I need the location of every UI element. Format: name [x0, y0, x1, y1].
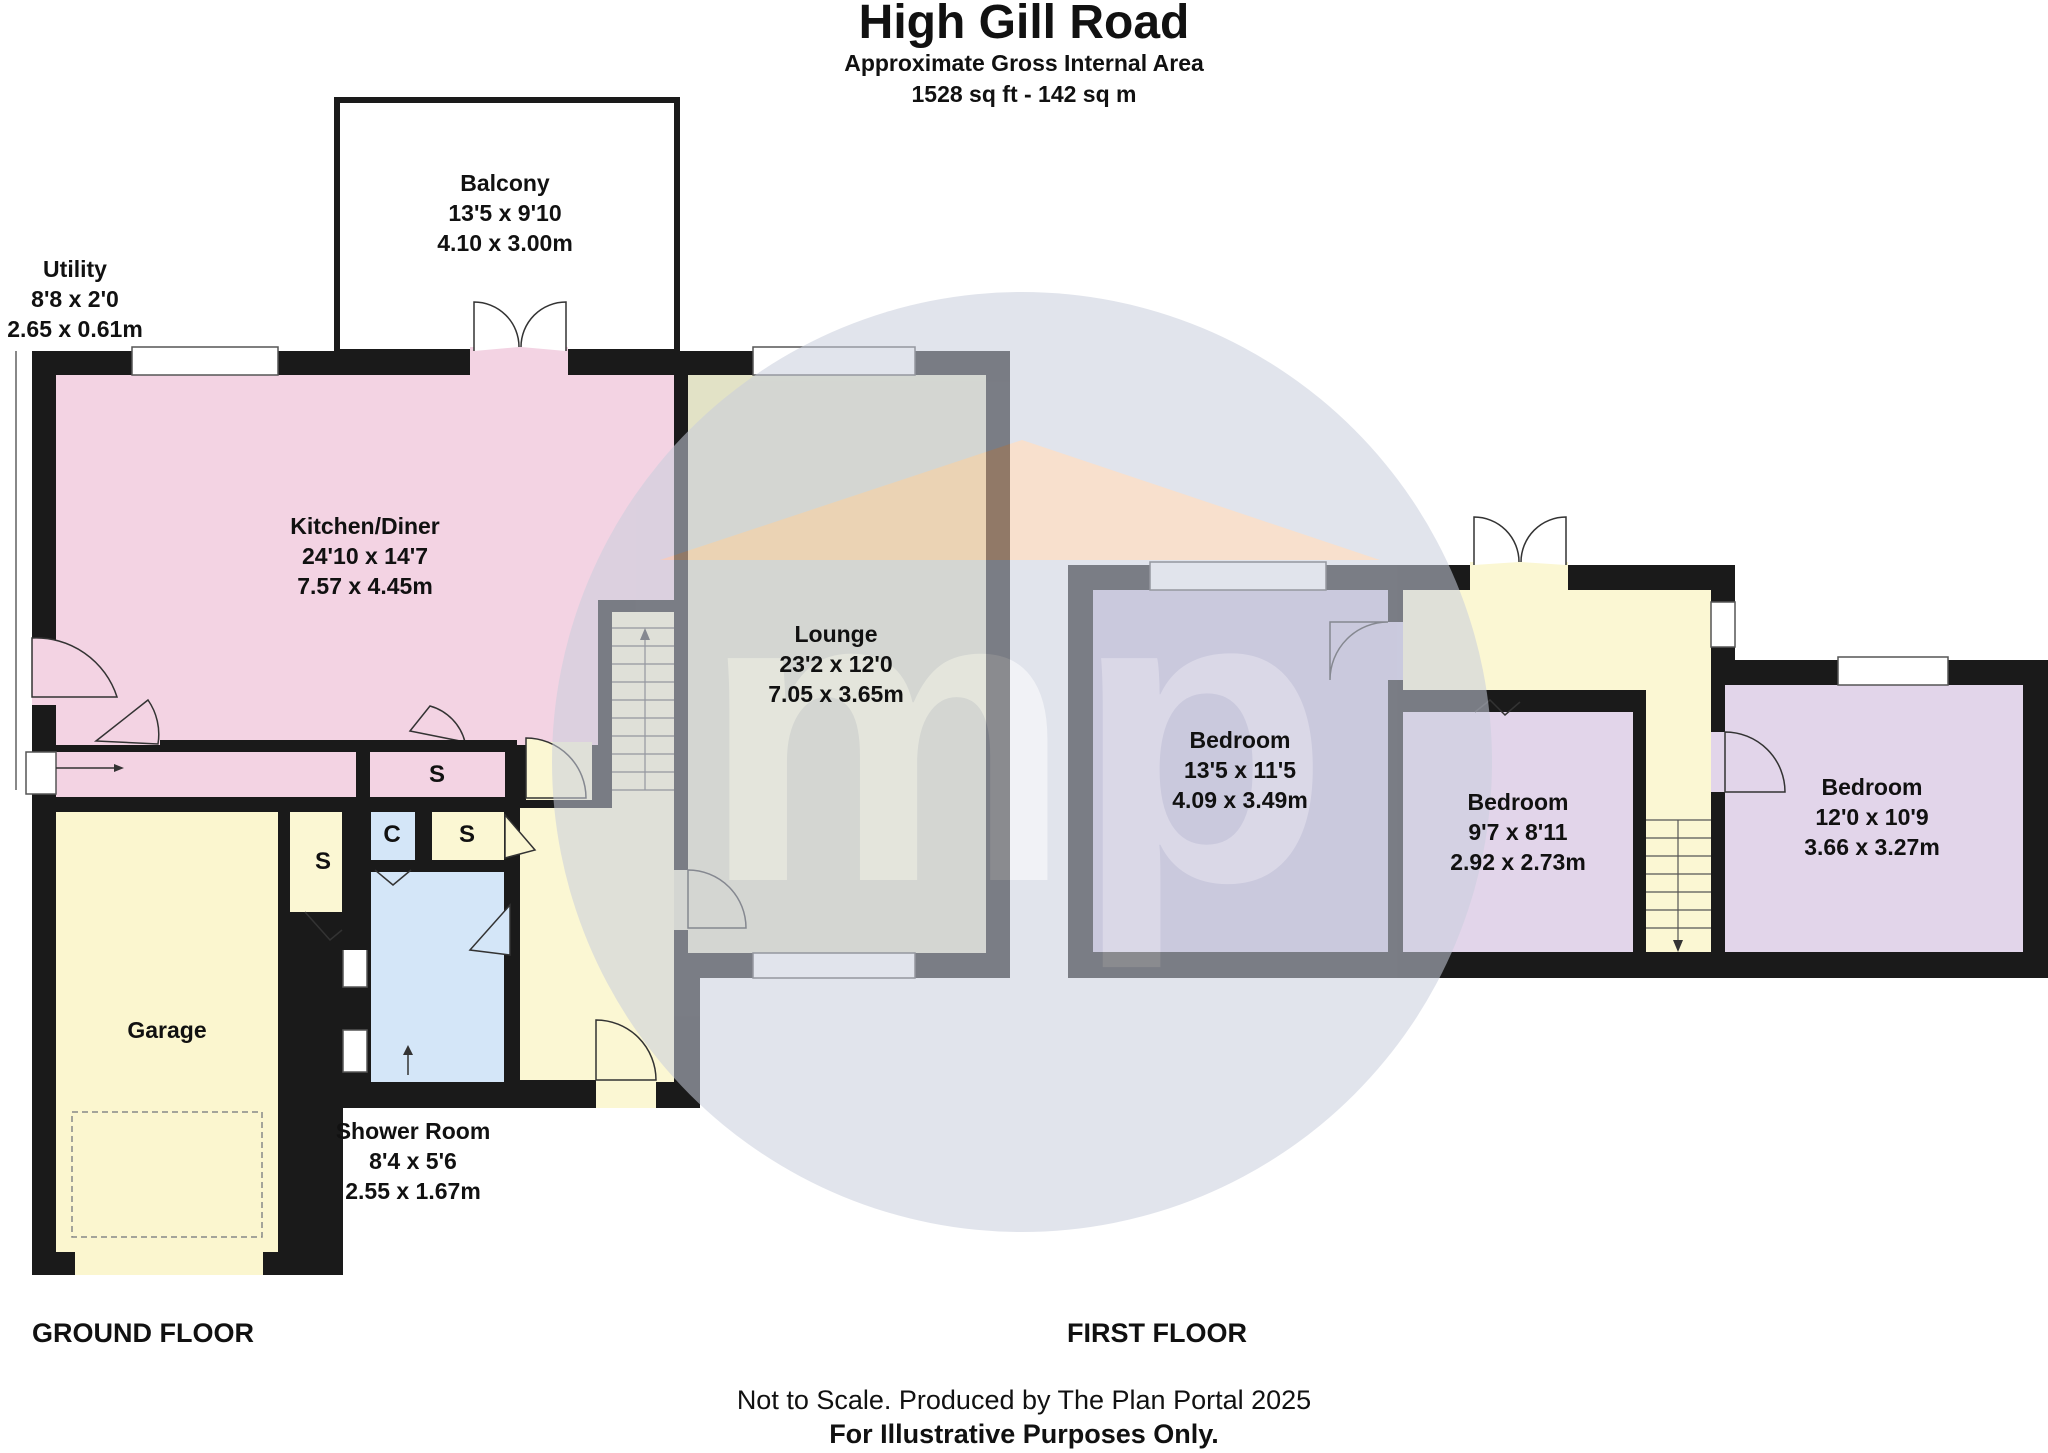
ground-floor-label: GROUND FLOOR — [32, 1318, 254, 1348]
room-metric: 3.66 x 3.27m — [1804, 834, 1940, 860]
hall-front-door-gap — [596, 1080, 656, 1108]
shower-window-2 — [342, 1029, 368, 1073]
room-name: Utility — [43, 256, 107, 282]
room-name: Bedroom — [1467, 789, 1569, 815]
area-value: 1528 sq ft - 142 sq m — [911, 81, 1137, 107]
shower-entry-arrowhead — [403, 1045, 413, 1055]
store-divider-1 — [342, 800, 371, 950]
room-name: Shower Room — [335, 1118, 491, 1144]
balcony-door-right-leaf — [520, 301, 567, 351]
room-name: Bedroom — [1821, 774, 1923, 800]
room-metric: 2.55 x 1.67m — [345, 1178, 481, 1204]
balcony-door-left-leaf — [473, 301, 520, 351]
bedroom3-door-gap — [1711, 732, 1725, 792]
room-metric: 7.57 x 4.45m — [297, 573, 433, 599]
kitchen-store-label: S — [428, 761, 446, 788]
garage-door — [75, 1252, 263, 1275]
hall-store-label: S — [458, 821, 476, 848]
kitchen-corridor-floor — [56, 752, 356, 797]
utility-entry-arrowhead — [114, 764, 124, 772]
balcony-outline — [334, 97, 680, 355]
garage-store-label: S — [314, 848, 332, 875]
garage-floor — [56, 812, 278, 1252]
room-imperial: 8'8 x 2'0 — [31, 286, 119, 312]
landing-door-opening — [1470, 562, 1568, 590]
kitchen-store-floor — [370, 752, 505, 797]
room-imperial: 24'10 x 14'7 — [301, 543, 429, 569]
bedroom3-window — [1837, 656, 1949, 686]
shower-door-swing — [468, 903, 511, 956]
hall-store-door — [504, 812, 537, 859]
kitchen-window — [131, 346, 279, 376]
room-imperial: 13'5 x 9'10 — [448, 200, 562, 226]
utility-window — [25, 751, 57, 795]
corridor-wall — [356, 745, 370, 800]
garage-label: Garage — [127, 1015, 206, 1045]
store-row-wall — [278, 800, 518, 812]
kitchen-label: Kitchen/Diner 24'10 x 14'7 7.57 x 4.45m — [290, 511, 440, 601]
watermark-roof — [660, 440, 1380, 560]
room-name: Lounge — [794, 621, 878, 647]
room-imperial: 23'2 x 12'0 — [779, 651, 893, 677]
hall-store-floor — [432, 812, 504, 860]
room-imperial: 8'4 x 5'6 — [369, 1148, 457, 1174]
balcony-door-opening — [470, 347, 568, 375]
first-floor-label: FIRST FLOOR — [1067, 1318, 1247, 1348]
shower-window-1 — [342, 944, 368, 988]
room-name: Garage — [127, 1017, 207, 1043]
landing-door-right-leaf — [1520, 516, 1567, 565]
watermark: mp — [552, 292, 1492, 1232]
bedroom3-floor — [1725, 685, 2023, 952]
room-metric: 2.65 x 0.61m — [7, 316, 143, 342]
corridor-door-swing — [93, 698, 160, 745]
balcony-label: Balcony 13'5 x 9'10 4.10 x 3.00m — [437, 168, 573, 258]
front-door-swing — [595, 1019, 657, 1081]
bedroom3-door-swing — [1724, 731, 1786, 793]
page-title: High Gill Road — [858, 0, 1190, 49]
footer-disclaimer: Not to Scale. Produced by The Plan Porta… — [736, 1385, 1312, 1415]
room-name: Bedroom — [1189, 727, 1291, 753]
room-metric: 4.09 x 3.49m — [1172, 787, 1308, 813]
room-imperial: 13'5 x 11'5 — [1184, 757, 1296, 783]
bedroom1-label: Bedroom 13'5 x 11'5 4.09 x 3.49m — [1172, 725, 1308, 815]
garage-vehicle-outline — [71, 1111, 263, 1238]
watermark-text: mp — [700, 501, 1330, 972]
shower-room-label: Shower Room 8'4 x 5'6 2.55 x 1.67m — [336, 1116, 491, 1206]
kitchen-partition — [160, 740, 505, 752]
landing-window — [1710, 601, 1736, 648]
room-metric: 7.05 x 3.65m — [768, 681, 904, 707]
footer-illustrative: For Illustrative Purposes Only. — [829, 1419, 1219, 1449]
garage-east-wall — [278, 800, 290, 1252]
room-metric: 4.10 x 3.00m — [437, 230, 573, 256]
first-stairs-arrow — [1673, 940, 1683, 952]
utility-label: Utility 8'8 x 2'0 2.65 x 0.61m — [7, 254, 143, 344]
cupboard-label: C — [383, 821, 401, 848]
bedroom2-label: Bedroom 9'7 x 8'11 2.92 x 2.73m — [1450, 787, 1586, 877]
shower-east-wall — [504, 860, 520, 1082]
store-wall — [505, 740, 517, 800]
room-imperial: 9'7 x 8'11 — [1468, 819, 1568, 845]
store-divider-2 — [415, 800, 432, 860]
area-label: Approximate Gross Internal Area — [844, 50, 1204, 76]
bedroom3-label: Bedroom 12'0 x 10'9 3.66 x 3.27m — [1804, 772, 1940, 862]
shower-room-floor — [371, 872, 504, 1082]
room-name: Balcony — [460, 170, 550, 196]
garage-store-floor — [290, 812, 342, 912]
bedroom2-east-wall — [1633, 700, 1646, 952]
room-imperial: 12'0 x 10'9 — [1815, 804, 1929, 830]
lounge-label: Lounge 23'2 x 12'0 7.05 x 3.65m — [768, 619, 904, 709]
landing-door-left-leaf — [1473, 516, 1520, 565]
room-name: Kitchen/Diner — [290, 513, 440, 539]
shower-top-wall — [371, 860, 519, 872]
kitchen-rear-door-swing — [31, 637, 119, 698]
garage-store-door — [304, 911, 343, 942]
room-metric: 2.92 x 2.73m — [1450, 849, 1586, 875]
cupboard-door — [374, 869, 412, 886]
bedroom3-west-wall — [1711, 660, 1725, 952]
first-stairs — [1646, 819, 1711, 945]
